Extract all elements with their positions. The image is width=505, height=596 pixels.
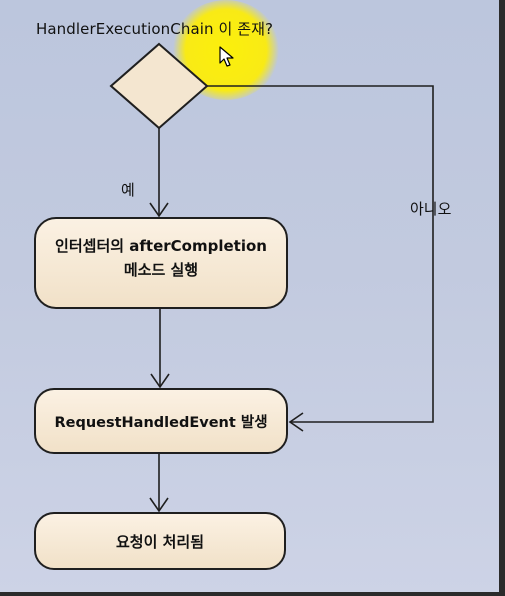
request-handled-event-node[interactable]: RequestHandledEvent 발생 <box>34 388 288 454</box>
request-done-node[interactable]: 요청이 처리됨 <box>34 512 286 570</box>
window-edge-bottom <box>0 592 505 596</box>
edge-no-arrowhead <box>288 412 304 432</box>
request-handled-event-label: RequestHandledEvent 발생 <box>54 414 268 431</box>
edge-yes-arrowhead <box>149 202 169 218</box>
decision-diamond[interactable] <box>109 42 209 130</box>
window-edge-right <box>499 0 505 596</box>
edge-yes-label: 예 <box>121 181 135 199</box>
after-completion-label-line1: 인터셉터의 afterCompletion <box>55 237 267 255</box>
edge-no-label: 아니오 <box>410 200 452 218</box>
edge-event-to-done-arrowhead <box>149 497 169 513</box>
decision-condition-label: HandlerExecutionChain 이 존재? <box>36 20 274 38</box>
edge-after-to-event-arrowhead <box>150 373 170 389</box>
mouse-pointer-icon <box>219 46 234 67</box>
after-completion-label-line2: 메소드 실행 <box>123 261 199 279</box>
request-done-label: 요청이 처리됨 <box>115 532 205 551</box>
edge-no-line <box>207 85 434 423</box>
after-completion-node[interactable]: 인터셉터의 afterCompletion 메소드 실행 <box>34 217 288 309</box>
